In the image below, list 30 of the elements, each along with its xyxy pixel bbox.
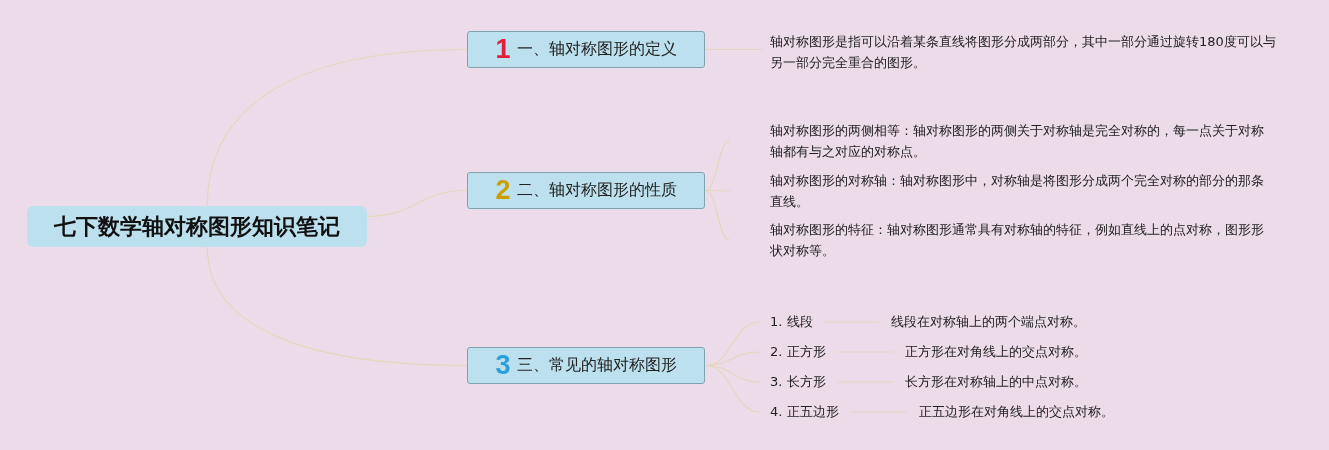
topic-box	[467, 172, 705, 209]
topic-box	[467, 31, 705, 68]
connector-line	[704, 189, 731, 192]
note-text: 轴对称图形的两侧相等：轴对称图形的两侧关于对称轴是完全对称的，每一点关于对称轴都有与之对应的对称点。	[770, 120, 1275, 162]
connector-line	[206, 246, 468, 367]
connector-line	[704, 140, 731, 192]
subtopic-text: 2. 正方形	[770, 342, 826, 362]
subtopic-text: 正五边形在对角线上的交点对称。	[919, 402, 1114, 422]
topic-number: 3	[495, 350, 511, 381]
central-topic-box: 七下数学轴对称图形知识笔记	[27, 206, 367, 247]
subtopic-text: 1. 线段	[770, 312, 813, 332]
connector-line	[704, 48, 763, 51]
note-text: 轴对称图形的对称轴：轴对称图形中，对称轴是将图形分成两个完全对称的部分的那条直线。	[770, 170, 1275, 212]
connector-line	[366, 189, 468, 218]
topic-title: 二、轴对称图形的性质	[516, 180, 677, 201]
subtopic-text: 3. 长方形	[770, 372, 826, 392]
subtopic-text: 正方形在对角线上的交点对称。	[905, 342, 1087, 362]
subtopic-text: 线段在对称轴上的两个端点对称。	[891, 312, 1086, 332]
topic-title: 一、轴对称图形的定义	[516, 39, 677, 60]
topic-number: 1	[495, 34, 511, 65]
note-text: 轴对称图形是指可以沿着某条直线将图形分成两部分，其中一部分通过旋转180度可以与另一部分完全重合的图形。	[770, 31, 1278, 73]
connector-line	[206, 48, 468, 207]
topic-number: 2	[495, 175, 511, 206]
topic-box	[467, 347, 705, 384]
connector-line	[704, 189, 731, 241]
subtopic-text: 4. 正五边形	[770, 402, 839, 422]
connector-line	[704, 364, 761, 413]
topic-title: 三、常见的轴对称图形	[516, 355, 677, 376]
note-text: 轴对称图形的特征：轴对称图形通常具有对称轴的特征，例如直线上的点对称，图形形状对称等。	[770, 219, 1275, 261]
subtopic-text: 长方形在对称轴上的中点对称。	[905, 372, 1087, 392]
